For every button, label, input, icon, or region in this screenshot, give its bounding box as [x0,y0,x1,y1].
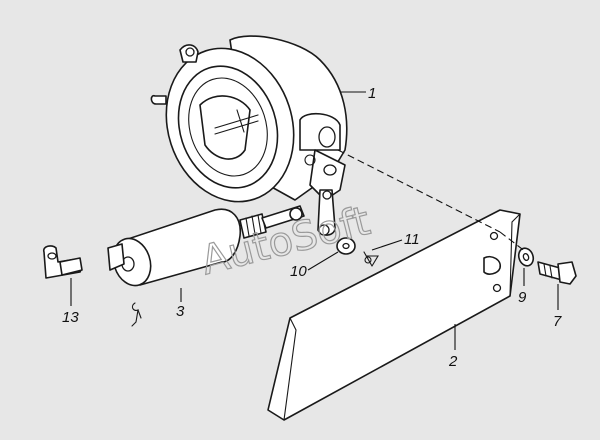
part-pin [131,302,142,327]
callout-2: 2 [448,353,458,370]
callout-1: 1 [368,85,376,102]
callout-11: 11 [404,231,420,248]
part-3-cylinder [107,205,305,287]
part-11-cotter-pin [363,251,379,267]
callout-3: 3 [176,303,185,320]
callout-7: 7 [553,313,562,330]
part-1-valve-housing [150,35,348,236]
part-7-bolt [537,261,577,285]
callout-labels: 1 2 3 7 9 10 11 13 [62,85,562,370]
part-10-washer [336,237,356,255]
callout-9: 9 [518,289,527,306]
part-13-fitting [42,245,83,279]
part-2-bracket [267,209,521,421]
leader-lines [70,91,559,350]
callout-13: 13 [62,309,79,326]
part-9-washer [517,247,535,267]
callout-10: 10 [290,263,307,280]
